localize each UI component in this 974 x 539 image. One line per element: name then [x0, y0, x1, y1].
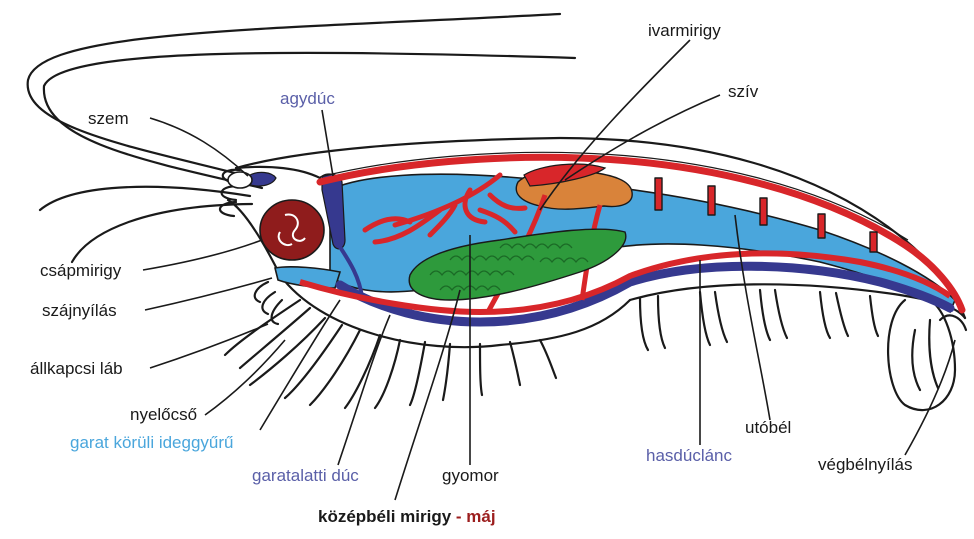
label-csapmirigy: csápmirigy: [40, 261, 122, 280]
label-szajnyilas: szájnyílás: [42, 301, 117, 320]
label-garat-koruli: garat körüli ideggyűrű: [70, 433, 233, 452]
eye: [228, 172, 252, 188]
label-utobel: utóbél: [745, 418, 791, 437]
legs: [225, 282, 878, 408]
label-nyelocso: nyelőcső: [130, 405, 197, 424]
label-gyomor: gyomor: [442, 466, 499, 485]
label-ivarmirigy: ivarmirigy: [648, 21, 721, 40]
antennal-gland: [260, 200, 324, 260]
label-maj: - máj: [451, 507, 495, 526]
label-agyduc: agydúc: [280, 89, 335, 108]
label-sziv: szív: [728, 82, 759, 101]
label-allkapcsi-lab: állkapcsi láb: [30, 359, 123, 378]
label-kozepbeli-mirigy: középbéli mirigy - máj: [318, 507, 496, 526]
label-hasduclanc: hasdúclánc: [646, 446, 733, 465]
label-szem: szem: [88, 109, 129, 128]
brain-ganglion: [322, 174, 345, 249]
label-garatalatti-duc: garatalatti dúc: [252, 466, 359, 485]
label-kozepbeli-mirigy-text: középbéli mirigy: [318, 507, 452, 526]
label-vegbelnyilas: végbélnyílás: [818, 455, 913, 474]
